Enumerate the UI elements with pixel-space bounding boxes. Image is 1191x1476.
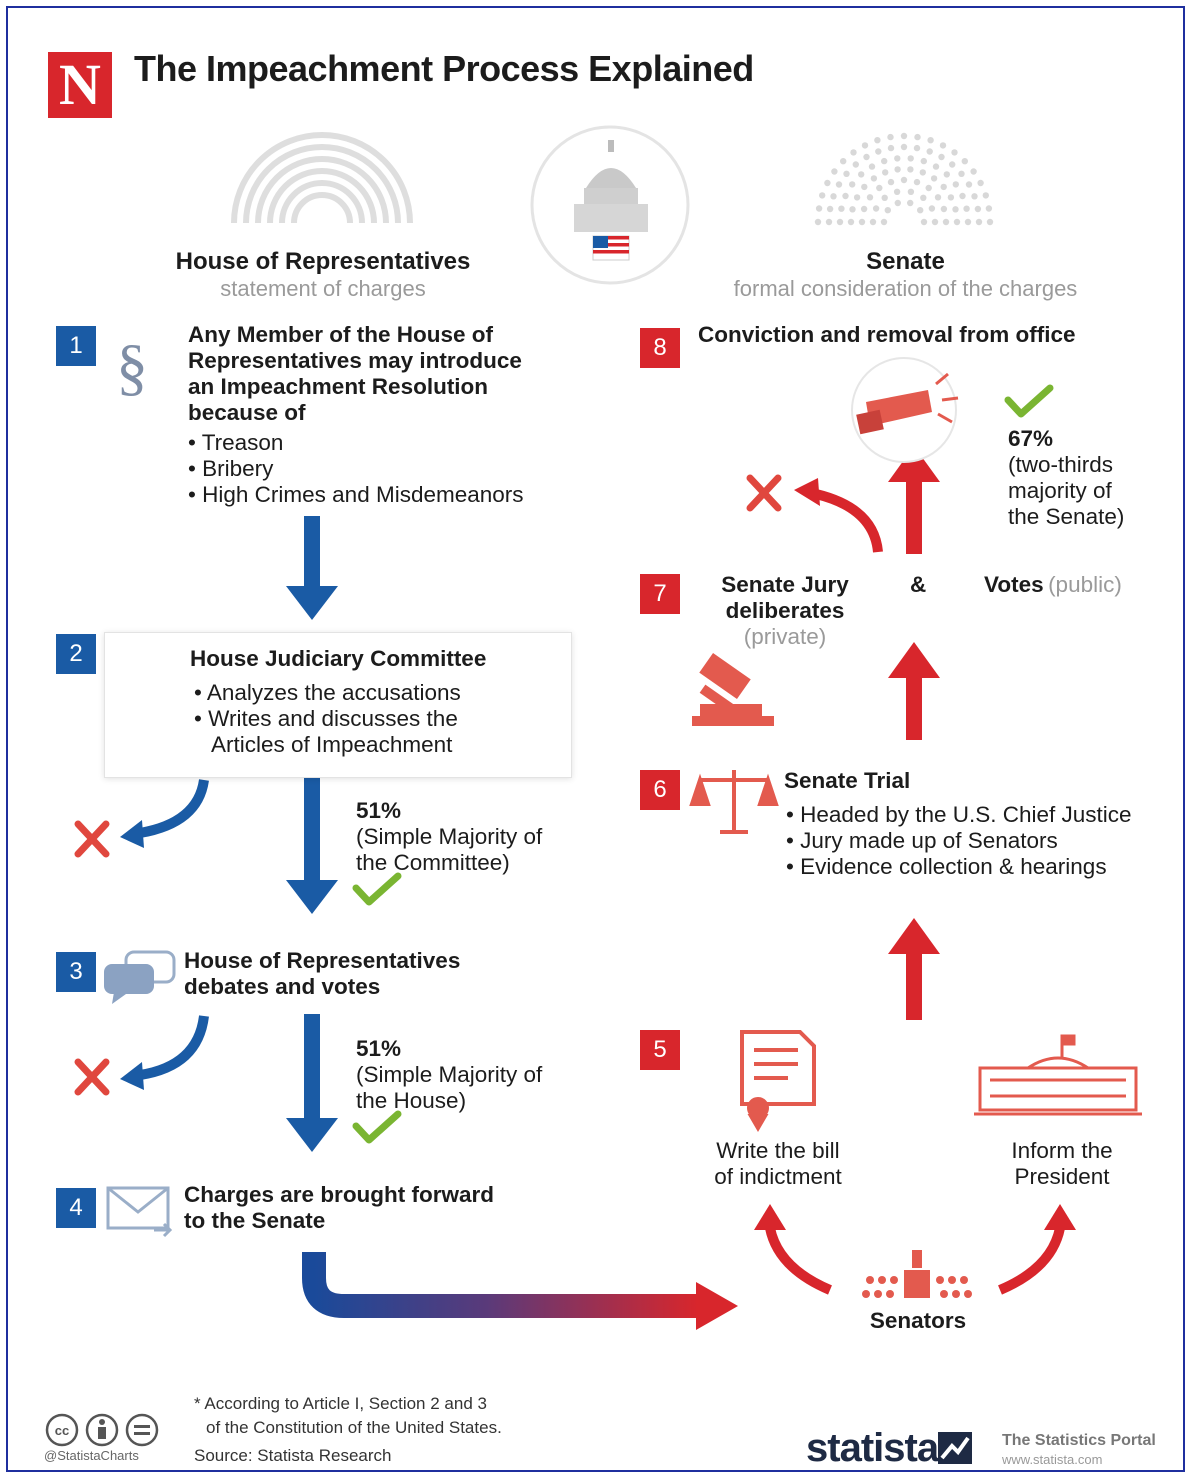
step-7-ampersand: & (910, 572, 927, 597)
step-6-list: Headed by the U.S. Chief Justice Jury ma… (786, 802, 1132, 880)
senators-left-arrow (754, 1204, 832, 1295)
house-chamber-icon (231, 132, 413, 224)
reject-arrow-3 (120, 1015, 209, 1090)
down-arrow-2 (286, 778, 338, 914)
step-4-heading: Charges are brought forward to the Senat… (184, 1182, 495, 1233)
list-item: Analyzes the accusations (194, 680, 461, 706)
newsweek-logo: N (48, 52, 112, 118)
list-item: High Crimes and Misdemeanors (188, 482, 523, 508)
step-2-list: Analyzes the accusations Writes and disc… (194, 680, 461, 732)
step-7-jury: Senate Jury deliberates (private) (721, 572, 849, 649)
step-4-badge: 4 (56, 1188, 96, 1228)
step-3-vote: 51% (Simple Majority of the House) (356, 1036, 543, 1113)
white-house-icon (974, 1034, 1142, 1116)
step-1-grounds-list: Treason Bribery High Crimes and Misdemea… (188, 430, 524, 508)
list-item: Jury made up of Senators (786, 828, 1132, 854)
step-1-heading: Any Member of the House of Representativ… (188, 322, 522, 425)
list-item: Evidence collection & hearings (786, 854, 1132, 880)
step-7-votes: Votes (public) (984, 572, 1122, 597)
check-icon-2 (352, 872, 402, 906)
step-1-badge: 1 (56, 326, 96, 366)
up-arrow-6-7 (888, 642, 940, 740)
list-item: Writes and discusses the (194, 706, 461, 732)
step-8-heading: Conviction and removal from office (698, 322, 1076, 347)
cross-icon-7 (746, 474, 782, 512)
step-2-vote: 51% (Simple Majority of the Committee) (356, 798, 543, 875)
reject-arrow-2 (120, 779, 209, 848)
infographic-frame: N The Impeachment Process Explained Hous… (6, 6, 1185, 1472)
step-8-vote: 67% (two-thirds majority of the Senate) (1008, 426, 1125, 529)
section-sign-icon: § (116, 331, 148, 402)
senators-icon (862, 1250, 972, 1298)
house-column-subtitle: statement of charges (220, 276, 426, 301)
scales-icon (689, 770, 779, 834)
step-7-badge: 7 (640, 574, 680, 614)
conviction-gavel-icon (851, 357, 959, 463)
statista-url: www.statista.com (1002, 1452, 1103, 1467)
step-5-president-label: Inform the President (1011, 1138, 1113, 1189)
step-5-bill-label: Write the bill of indictment (714, 1138, 842, 1189)
footnote: * According to Article I, Section 2 and … (194, 1394, 502, 1437)
check-icon-8 (1004, 384, 1054, 418)
check-icon-3 (352, 1110, 402, 1144)
list-item: Headed by the U.S. Chief Justice (786, 802, 1131, 828)
senators-right-arrow (998, 1204, 1076, 1295)
statista-logo-icon (938, 1432, 972, 1464)
list-item: Bribery (188, 456, 524, 482)
cross-icon-3 (74, 1058, 110, 1096)
step-5-badge: 5 (640, 1030, 680, 1070)
statistics-portal-label: The Statistics Portal (1002, 1432, 1156, 1449)
reject-arrow-7 (794, 478, 883, 553)
step-6-badge: 6 (640, 770, 680, 810)
cross-icon-2 (74, 820, 110, 858)
chamber-illustrations (231, 125, 994, 285)
speech-bubbles-icon (104, 950, 176, 1004)
list-item: Treason (188, 430, 524, 456)
page-title: The Impeachment Process Explained (134, 48, 754, 89)
step-8-badge: 8 (640, 328, 680, 368)
svg-text:cc: cc (55, 1423, 69, 1438)
down-arrow-3 (286, 1014, 338, 1152)
to-senate-arrow (302, 1252, 738, 1330)
statista-brand: statista (806, 1426, 939, 1470)
source-note: Source: Statista Research (194, 1446, 392, 1465)
cc-license-icons: cc (45, 1413, 159, 1447)
statista-handle: @StatistaCharts (44, 1448, 139, 1463)
house-column-title: House of Representatives (175, 248, 471, 275)
flow-arrows: § (74, 331, 1142, 1330)
up-arrow-5-6 (888, 918, 940, 1020)
step-3-badge: 3 (56, 952, 96, 992)
up-arrow-7-8 (888, 446, 940, 554)
senators-label: Senators (869, 1308, 967, 1333)
step-3-heading: House of Representatives debates and vot… (184, 948, 461, 999)
capitol-icon (530, 125, 690, 285)
down-arrow-1 (286, 516, 338, 620)
senate-chamber-icon (814, 132, 994, 226)
bill-of-indictment-icon (740, 1030, 816, 1132)
senate-column-subtitle: formal consideration of the charges (733, 276, 1078, 301)
envelope-icon (106, 1186, 173, 1238)
step-2-badge: 2 (56, 634, 96, 674)
step-6-heading: Senate Trial (784, 768, 911, 793)
gavel-icon (692, 652, 774, 726)
senate-column-title: Senate (866, 248, 945, 275)
step-2-list-continuation: Articles of Impeachment (211, 732, 453, 757)
step-2-heading: House Judiciary Committee (190, 646, 487, 671)
